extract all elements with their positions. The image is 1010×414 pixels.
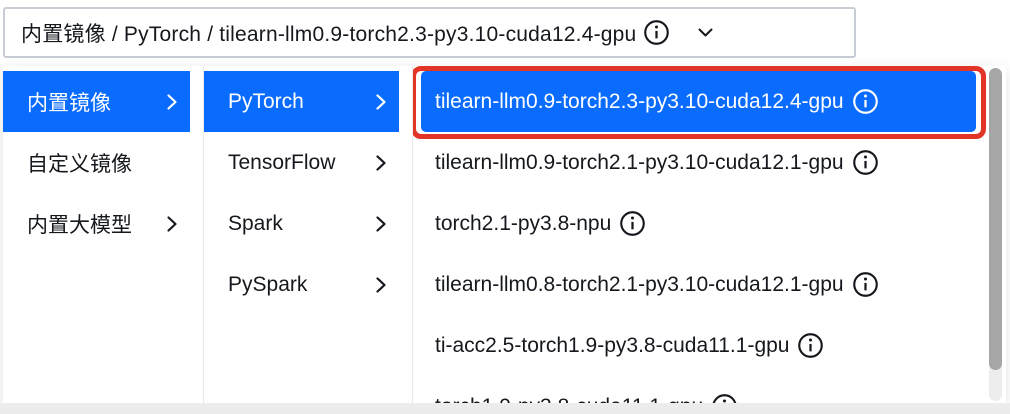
image-selector-trigger[interactable]: 内置镜像 / PyTorch / tilearn-llm0.9-torch2.3…	[3, 7, 856, 58]
menu-item-label: TensorFlow	[228, 150, 336, 174]
image-option-label: tilearn-llm0.9-torch2.3-py3.10-cuda12.4-…	[435, 89, 844, 113]
menu-item-pyspark[interactable]: PySpark	[204, 254, 399, 315]
menu-level3: tilearn-llm0.9-torch2.3-py3.10-cuda12.4-…	[413, 66, 1006, 403]
image-option[interactable]: tilearn-llm0.8-torch2.1-py3.10-cuda12.1-…	[421, 254, 976, 315]
chevron-down-icon	[696, 23, 715, 42]
info-icon[interactable]	[852, 149, 879, 176]
image-option[interactable]: ti-acc2.5-torch1.9-py3.8-cuda11.1-gpu	[421, 315, 976, 376]
info-icon[interactable]	[852, 271, 879, 298]
menu-item-label: PyTorch	[228, 89, 304, 113]
info-icon[interactable]	[711, 393, 738, 403]
menu-level1: 内置镜像 自定义镜像 内置大模型	[3, 66, 204, 403]
image-cascader-panel: 内置镜像 自定义镜像 内置大模型 PyTorch TensorFlow	[3, 66, 1006, 403]
chevron-right-icon	[375, 93, 387, 111]
image-option[interactable]: torch1.9-py3.8-cuda11.1-gpu	[421, 376, 976, 403]
selected-image-path: 内置镜像 / PyTorch / tilearn-llm0.9-torch2.3…	[21, 22, 637, 46]
menu-level2: PyTorch TensorFlow Spark PySpark	[204, 66, 413, 403]
image-option[interactable]: tilearn-llm0.9-torch2.3-py3.10-cuda12.4-…	[421, 71, 976, 132]
menu-item-label: PySpark	[228, 272, 308, 296]
image-option-label: torch1.9-py3.8-cuda11.1-gpu	[435, 395, 703, 404]
menu-item-tensorflow[interactable]: TensorFlow	[204, 132, 399, 193]
menu-item-spark[interactable]: Spark	[204, 193, 399, 254]
image-option-label: ti-acc2.5-torch1.9-py3.8-cuda11.1-gpu	[435, 333, 790, 357]
page-background-strip	[0, 403, 1010, 414]
menu-item-custom-images[interactable]: 自定义镜像	[3, 132, 190, 193]
chevron-right-icon	[375, 276, 387, 294]
image-option-label: tilearn-llm0.9-torch2.1-py3.10-cuda12.1-…	[435, 150, 844, 174]
menu-item-builtin-images[interactable]: 内置镜像	[3, 71, 190, 132]
info-icon[interactable]	[643, 19, 670, 46]
chevron-right-icon	[375, 215, 387, 233]
info-icon[interactable]	[797, 332, 824, 359]
info-icon[interactable]	[852, 88, 879, 115]
image-option-label: tilearn-llm0.8-torch2.1-py3.10-cuda12.1-…	[435, 272, 844, 296]
menu-item-pytorch[interactable]: PyTorch	[204, 71, 399, 132]
image-option-label: torch2.1-py3.8-npu	[435, 211, 612, 235]
chevron-right-icon	[166, 215, 178, 233]
menu-item-label: 自定义镜像	[27, 152, 132, 176]
menu-item-label: 内置大模型	[27, 213, 132, 237]
menu-item-builtin-large-models[interactable]: 内置大模型	[3, 193, 190, 254]
image-option[interactable]: torch2.1-py3.8-npu	[421, 193, 976, 254]
menu-item-label: Spark	[228, 211, 283, 235]
info-icon[interactable]	[619, 210, 646, 237]
chevron-right-icon	[375, 154, 387, 172]
scrollbar[interactable]	[989, 68, 1002, 401]
image-option[interactable]: tilearn-llm0.9-torch2.1-py3.10-cuda12.1-…	[421, 132, 976, 193]
menu-item-label: 内置镜像	[27, 91, 111, 115]
scrollbar-thumb[interactable]	[989, 68, 1002, 370]
chevron-right-icon	[166, 93, 178, 111]
